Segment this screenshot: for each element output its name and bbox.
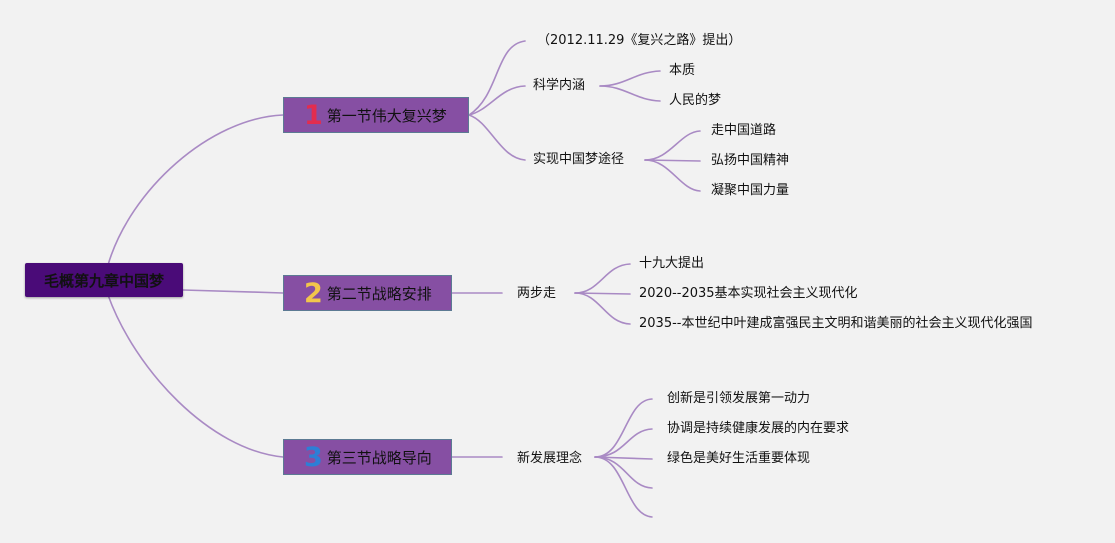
- number-1-icon: 1: [304, 99, 323, 131]
- topic-china-force[interactable]: 凝聚中国力量: [711, 183, 790, 198]
- branch-label: 第三节战略导向: [326, 448, 432, 467]
- link-root-branch3: [107, 294, 284, 458]
- link-steps-c3: [574, 292, 631, 325]
- link-root-branch1: [107, 114, 284, 266]
- branch-node-1[interactable]: 1 第一节伟大复兴梦: [283, 97, 469, 133]
- link-steps-c1: [574, 263, 631, 294]
- topic-step-2035-2050[interactable]: 2035--本世纪中叶建成富强民主文明和谐美丽的社会主义现代化强国: [639, 316, 1033, 331]
- link-root-branch2: [182, 289, 284, 294]
- topic-coordination[interactable]: 协调是持续健康发展的内在要求: [667, 421, 850, 436]
- branch-label: 第二节战略安排: [326, 284, 432, 303]
- topic-step-2020-2035[interactable]: 2020--2035基本实现社会主义现代化: [639, 286, 858, 301]
- topic-realization-path[interactable]: 实现中国梦途径: [533, 152, 625, 167]
- topic-innovation[interactable]: 创新是引领发展第一动力: [667, 391, 811, 406]
- number-2-icon: 2: [304, 277, 323, 309]
- link-sci-essence: [599, 70, 661, 87]
- link-steps-c2: [574, 292, 631, 295]
- branch-label: 第一节伟大复兴梦: [326, 106, 447, 125]
- root-label: 毛概第九章中国梦: [43, 271, 164, 290]
- topic-new-development-concept[interactable]: 新发展理念: [517, 451, 583, 466]
- topic-essence[interactable]: 本质: [669, 63, 696, 78]
- link-b1-path: [468, 114, 526, 161]
- topic-china-spirit[interactable]: 弘扬中国精神: [711, 153, 790, 168]
- topic-two-steps[interactable]: 两步走: [517, 286, 557, 301]
- link-path-spirit: [644, 159, 701, 162]
- topic-green[interactable]: 绿色是美好生活重要体现: [667, 451, 811, 466]
- number-3-icon: 3: [304, 441, 323, 473]
- link-path-force: [644, 159, 701, 192]
- topic-peoples-dream[interactable]: 人民的梦: [669, 93, 722, 108]
- link-sci-dream: [599, 85, 661, 102]
- branch-node-3[interactable]: 3 第三节战略导向: [283, 439, 452, 475]
- topic-china-road[interactable]: 走中国道路: [711, 123, 777, 138]
- link-path-road: [644, 130, 701, 161]
- root-node[interactable]: 毛概第九章中国梦: [25, 263, 183, 297]
- link-idea-c5: [594, 456, 653, 518]
- topic-scientific-connotation[interactable]: 科学内涵: [533, 78, 586, 93]
- branch-node-2[interactable]: 2 第二节战略安排: [283, 275, 452, 311]
- link-idea-c1: [594, 398, 653, 458]
- topic-step-origin[interactable]: 十九大提出: [639, 256, 705, 271]
- topic-note[interactable]: （2012.11.29《复兴之路》提出）: [537, 33, 742, 48]
- link-idea-c2: [594, 428, 653, 458]
- link-b1-note: [468, 40, 526, 116]
- link-b1-sci: [468, 85, 526, 116]
